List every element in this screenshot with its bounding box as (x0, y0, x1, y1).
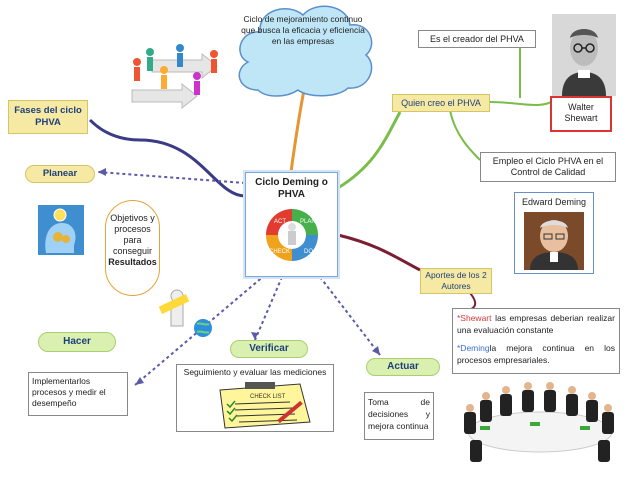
walter-shewart-photo (552, 14, 616, 96)
objetivos-node: Objetivos y procesos para conseguir Resu… (105, 200, 160, 296)
dotted-verificar (254, 276, 283, 341)
branch-aportes (337, 233, 421, 272)
deming-label: Edward Deming (521, 197, 587, 207)
branch-quien-to-walter (489, 99, 556, 106)
toma-node: Toma de decisiones y mejora continua (364, 392, 434, 440)
wheel-plan: PLAN (300, 219, 316, 225)
wheel-do: DO (304, 249, 313, 255)
person-globe-illustration (158, 289, 212, 337)
cloud-shape (238, 5, 373, 97)
fases-node: Fases del ciclo PHVA (8, 100, 88, 134)
wheel-check: CHECK (269, 249, 290, 255)
deming-card: Edward Deming (514, 192, 594, 274)
shewart-aporte: *Shewart las empresas deberian realizar … (457, 312, 615, 336)
shewart-name: *Shewart (457, 313, 492, 323)
quien-node: Quien creo el PHVA (392, 94, 490, 112)
objetivos-text: Objetivos y procesos para conseguir (110, 213, 155, 256)
deming-text: la mejora continua en los procesos empre… (457, 343, 615, 365)
edward-deming-photo (524, 212, 584, 270)
deming-name: *Deming (457, 343, 490, 353)
aportes-node: Aportes de los 2 Autores (420, 268, 492, 294)
branch-cloud (289, 84, 307, 173)
verificar-node: Verificar (230, 340, 308, 358)
hacer-node: Hacer (38, 332, 116, 352)
cloud-text: Ciclo de mejoramiento continuo que busca… (241, 14, 365, 46)
phva-wheel: ACT PLAN CHECK DO (266, 209, 318, 261)
implementar-node: Implementarlos procesos y medir el desem… (28, 372, 128, 416)
branch-quien (337, 111, 402, 190)
dotted-actuar (319, 276, 381, 356)
deming-aporte: *Demingla mejora continua en los proceso… (457, 342, 615, 366)
shewart-text: las empresas deberian realizar una evalu… (457, 313, 615, 335)
planear-node: Planear (25, 165, 95, 183)
walter-node: Walter Shewart (550, 96, 612, 132)
checklist-title: CHECK LIST (250, 394, 286, 400)
team-arrows-illustration (122, 40, 232, 110)
empleo-node: Empleo el Ciclo PHVA en el Control de Ca… (480, 152, 616, 182)
objetivos-resultados: Resultados (108, 257, 157, 267)
branch-fases (88, 118, 246, 198)
checklist-illustration: CHECK LIST (219, 382, 311, 429)
seguimiento-text: Seguimiento y evaluar las mediciones (183, 367, 327, 377)
center-title: Ciclo Deming o PHVA (255, 177, 328, 200)
wheel-act: ACT (274, 219, 286, 225)
center-node: Ciclo Deming o PHVA ACT PLAN CHECK DO (245, 172, 338, 277)
meeting-table-illustration (464, 382, 614, 462)
branch-empleo (449, 109, 481, 161)
aportes-text-box: *Shewart las empresas deberian realizar … (452, 308, 620, 374)
actuar-node: Actuar (366, 358, 440, 376)
head-bulb-illustration (38, 205, 84, 255)
creador-node: Es el creador del PHVA (418, 30, 536, 48)
dotted-planear (97, 171, 246, 184)
